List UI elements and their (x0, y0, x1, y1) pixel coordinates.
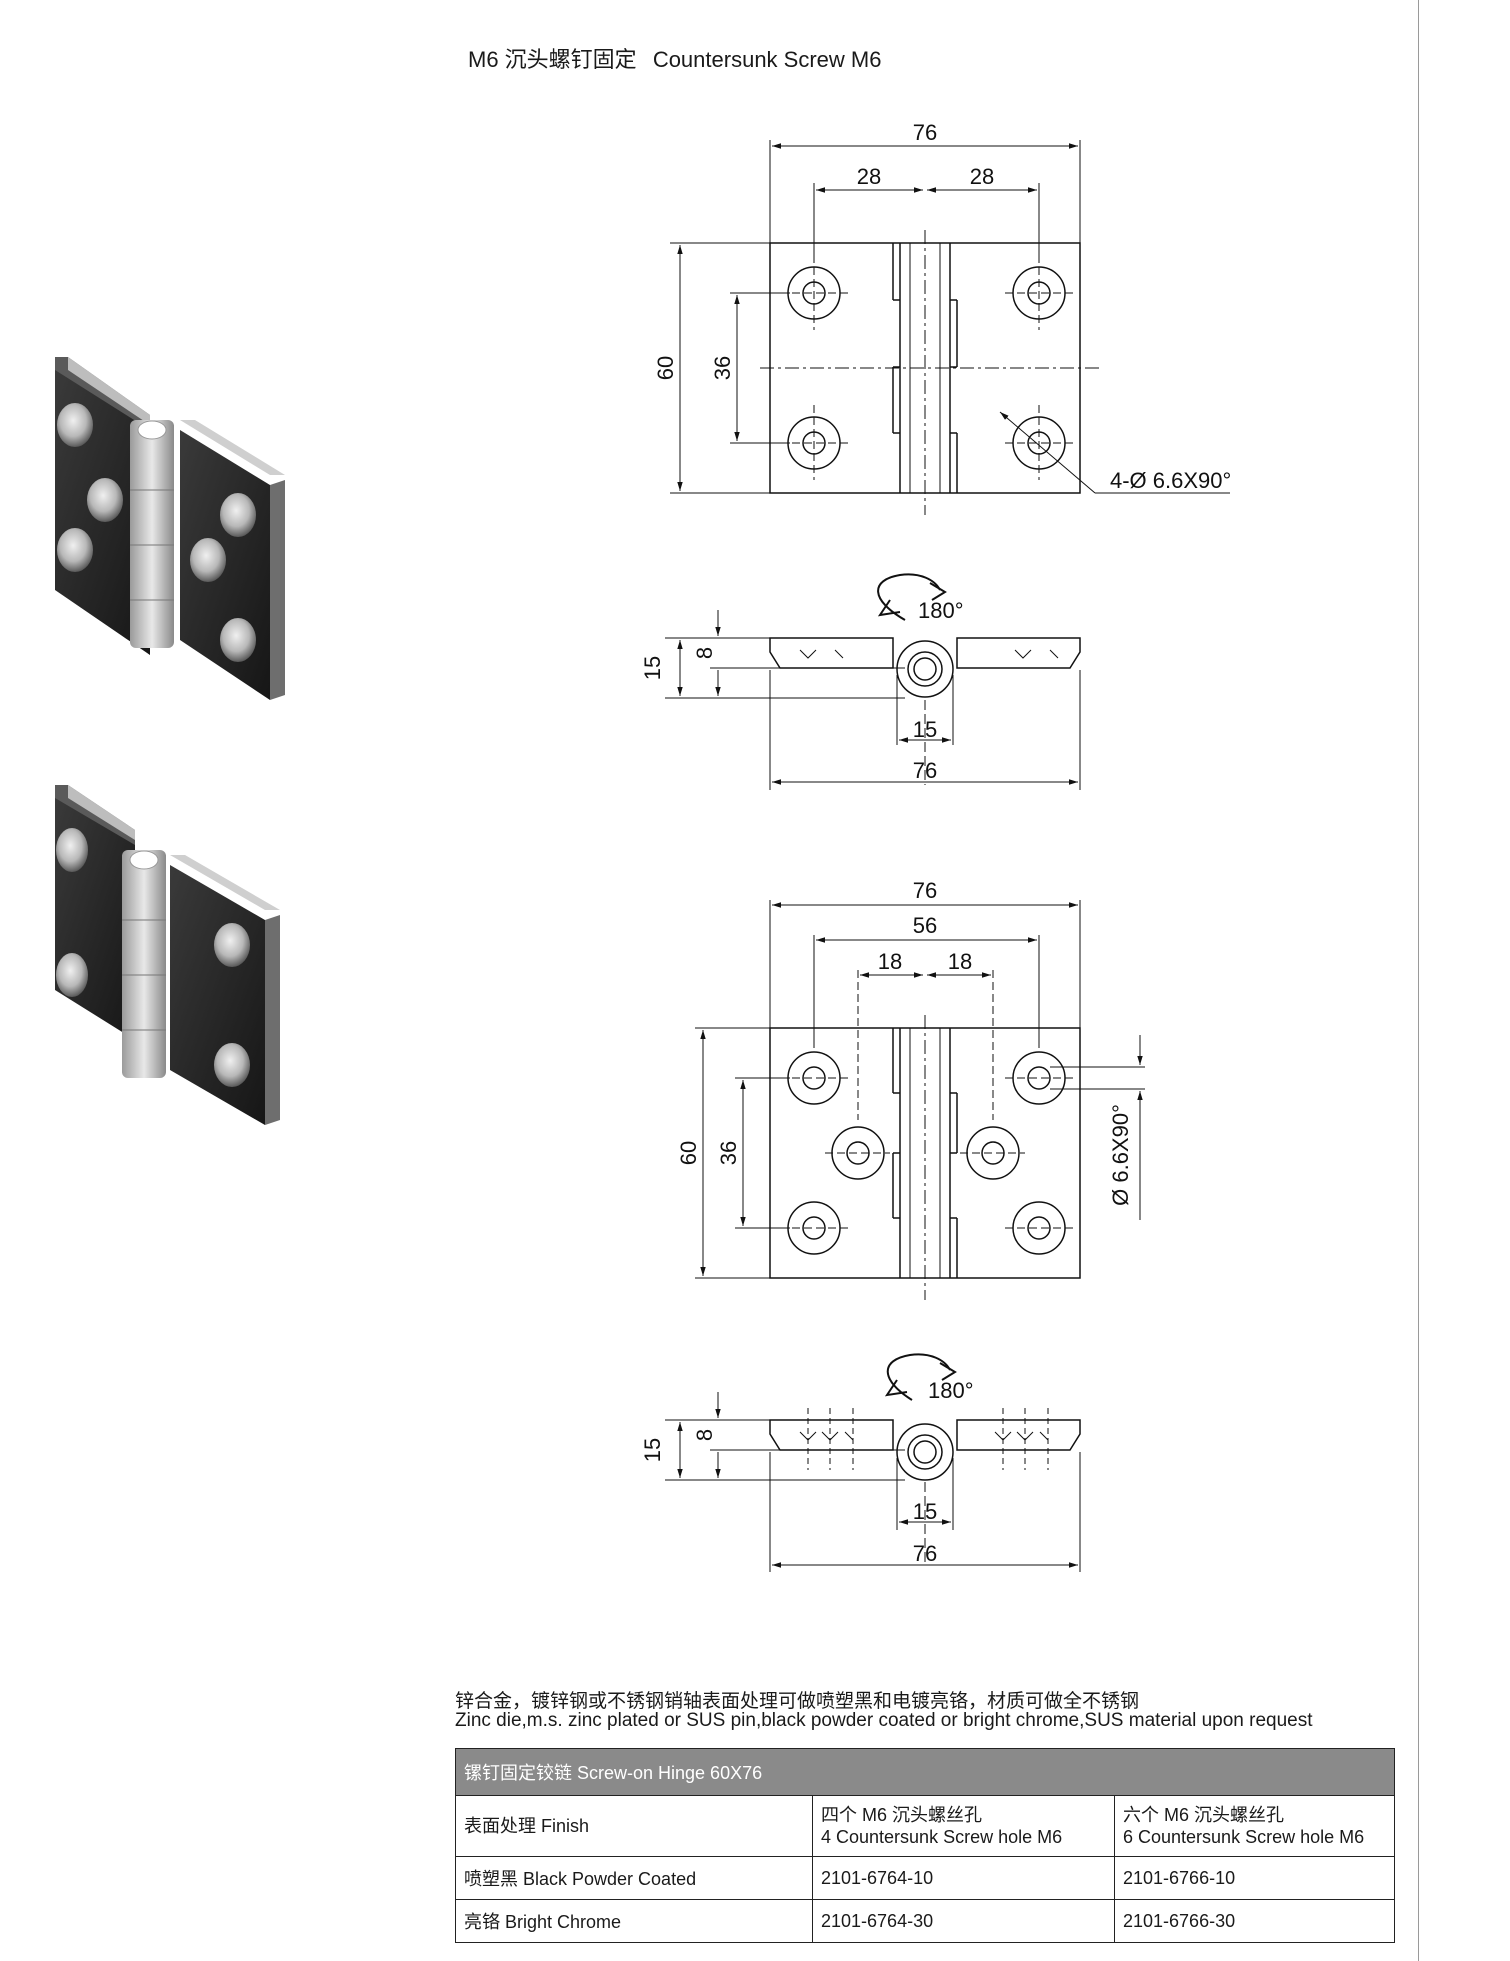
dim-height-label: 60 (653, 356, 678, 380)
dim-half-left-label: 28 (857, 164, 881, 189)
dim-width-label: 76 (913, 1541, 937, 1566)
dim-outer-spacing-label: 56 (913, 913, 937, 938)
dim-width-label: 76 (913, 120, 937, 145)
dim-hole-spacing-label: 36 (710, 356, 735, 380)
countersunk-hole (56, 953, 88, 997)
side-view-4-hole-labels: 180° 15 8 15 76 (640, 598, 964, 783)
page-margin-rule (1418, 0, 1419, 1961)
row-4-hole-part: 2101-6764-30 (812, 1899, 1115, 1943)
header-6-hole-en: 6 Countersunk Screw hole M6 (1123, 1827, 1365, 1847)
side-view-6-hole (665, 1353, 1081, 1572)
dim-leaf-label: 8 (692, 1429, 717, 1441)
hole-callout-label: Ø 6.6X90° (1108, 1104, 1133, 1206)
table-title: 镙钉固定铰链 Screw-on Hinge 60X76 (455, 1748, 1395, 1796)
header-4-hole-cn: 四个 M6 沉头螺丝孔 (821, 1805, 983, 1825)
countersunk-hole (56, 828, 88, 872)
side-view-6-hole-labels: 180° 15 8 15 76 (640, 1378, 974, 1566)
rotation-label: 180° (928, 1378, 974, 1403)
header-4-hole: 四个 M6 沉头螺丝孔 4 Countersunk Screw hole M6 (812, 1795, 1115, 1857)
dim-height-label: 60 (676, 1141, 701, 1165)
page-title-cn: M6 沉头螺钉固定 (468, 47, 637, 72)
countersunk-hole (57, 403, 93, 447)
table-row: 喷塑黑 Black Powder Coated 2101-6764-10 210… (455, 1856, 1395, 1900)
row-finish: 喷塑黑 Black Powder Coated (455, 1856, 813, 1900)
material-note-cn: 锌合金，镀锌钢或不锈钢销轴表面处理可做喷塑黑和电镀亮铬，材质可做全不锈钢 (455, 1691, 1140, 1712)
header-6-hole-cn: 六个 M6 沉头螺丝孔 (1123, 1805, 1285, 1825)
dim-width-label: 76 (913, 758, 937, 783)
hinge-knuckle (130, 420, 174, 648)
row-6-hole-part: 2101-6766-30 (1114, 1899, 1395, 1943)
header-finish: 表面处理 Finish (455, 1795, 813, 1857)
material-note-en: Zinc die,m.s. zinc plated or SUS pin,bla… (455, 1710, 1313, 1731)
header-4-hole-en: 4 Countersunk Screw hole M6 (821, 1827, 1063, 1847)
table-row: 亮铬 Bright Chrome 2101-6764-30 2101-6766-… (455, 1899, 1395, 1943)
countersunk-hole (214, 1043, 250, 1087)
countersunk-hole (214, 923, 250, 967)
dim-knuckle-label: 15 (913, 1499, 937, 1524)
dim-hole-spacing-label: 36 (716, 1141, 741, 1165)
countersunk-hole (190, 538, 226, 582)
page-title: M6 沉头螺钉固定 Countersunk Screw M6 (468, 42, 881, 74)
countersunk-hole (220, 618, 256, 662)
dim-inner-left-label: 18 (878, 949, 902, 974)
front-view-6-hole-labels: 76 56 18 18 60 36 Ø 6.6X90° (676, 878, 1133, 1206)
page-title-en: Countersunk Screw M6 (652, 47, 882, 72)
front-view-4-hole (670, 140, 1230, 515)
side-view-4-hole (665, 573, 1081, 790)
countersunk-hole (57, 528, 93, 572)
row-6-hole-part: 2101-6766-10 (1114, 1856, 1395, 1900)
hinge-knuckle (122, 850, 166, 1078)
countersunk-hole (87, 478, 123, 522)
header-6-hole: 六个 M6 沉头螺丝孔 6 Countersunk Screw hole M6 (1114, 1795, 1395, 1857)
table-header-row: 表面处理 Finish 四个 M6 沉头螺丝孔 4 Countersunk Sc… (455, 1795, 1395, 1857)
dim-inner-right-label: 18 (948, 949, 972, 974)
row-finish: 亮铬 Bright Chrome (455, 1899, 813, 1943)
right-leaf-face (170, 865, 265, 1125)
hole-callout-label: 4-Ø 6.6X90° (1110, 468, 1231, 493)
hinge-pin (137, 420, 167, 440)
dim-leaf-label: 8 (692, 647, 717, 659)
hinge-render-4-hole (55, 357, 285, 700)
dim-width-label: 76 (913, 878, 937, 903)
hinge-pin (129, 850, 159, 870)
dim-thickness-label: 15 (640, 1438, 665, 1462)
part-number-table: 镙钉固定铰链 Screw-on Hinge 60X76 表面处理 Finish … (455, 1748, 1395, 1943)
countersunk-hole (220, 493, 256, 537)
row-4-hole-part: 2101-6764-10 (812, 1856, 1115, 1900)
hinge-render-6-hole (55, 785, 280, 1125)
front-view-6-hole (695, 900, 1145, 1300)
dim-half-right-label: 28 (970, 164, 994, 189)
rotation-label: 180° (918, 598, 964, 623)
front-view-4-hole-labels: 76 28 28 60 36 4-Ø 6.6X90° (653, 120, 1231, 493)
dim-thickness-label: 15 (640, 656, 665, 680)
dim-knuckle-label: 15 (913, 717, 937, 742)
